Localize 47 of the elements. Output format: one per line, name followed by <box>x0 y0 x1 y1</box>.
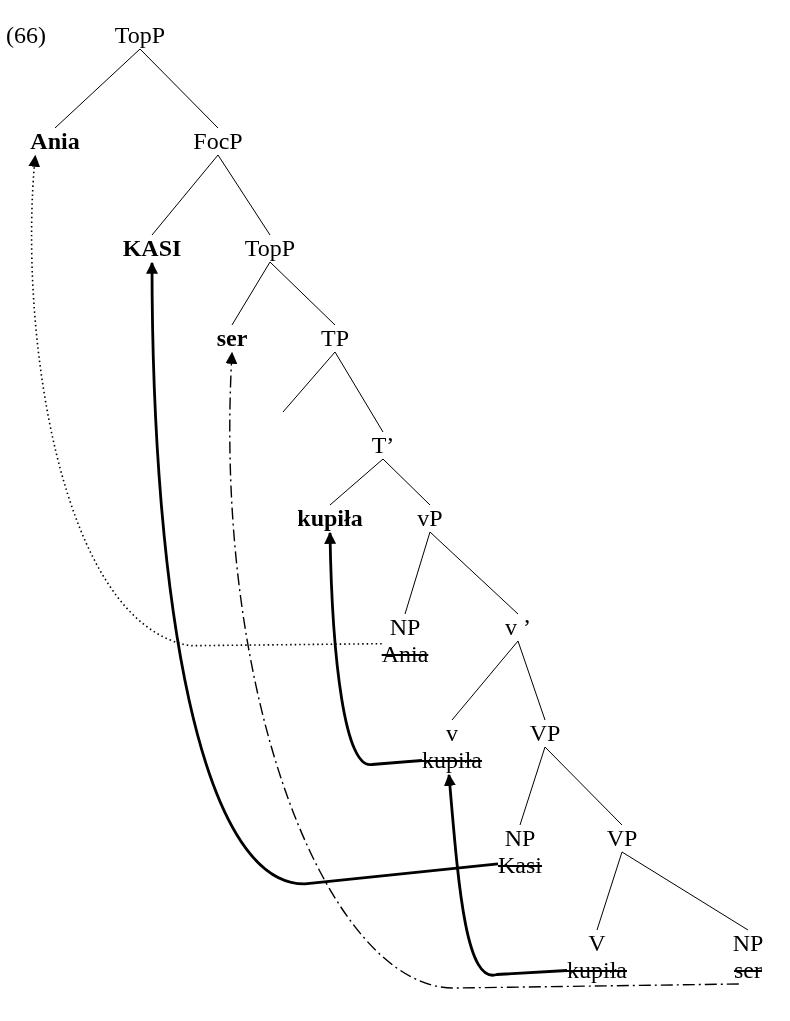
branch-line <box>519 746 546 826</box>
category-label: VP <box>529 720 561 747</box>
category-label: V <box>588 930 606 957</box>
branch-line <box>151 154 219 236</box>
struck-word: Ania <box>381 641 429 668</box>
word-label: kupiła <box>297 505 363 532</box>
branch-line <box>596 851 623 931</box>
branch-line <box>139 48 219 129</box>
branch-line <box>544 746 623 826</box>
branch-line <box>451 640 519 721</box>
branch-line <box>334 351 384 433</box>
category-label: v <box>446 720 458 747</box>
category-label: VP <box>606 825 638 852</box>
struck-word: kupiła <box>567 957 627 984</box>
branch-line <box>269 261 336 326</box>
movement-arrow <box>324 531 423 766</box>
category-label: TopP <box>244 235 296 262</box>
movement-arrow <box>443 773 568 977</box>
branch-line <box>621 851 749 931</box>
branch-line <box>54 48 141 129</box>
movement-arrow <box>28 154 383 647</box>
category-label: TP <box>321 325 349 352</box>
word-label: Ania <box>30 128 80 155</box>
branch-line <box>217 154 271 236</box>
example-number: (66) <box>6 22 46 49</box>
branch-line <box>429 531 519 615</box>
movement-arrow <box>146 261 499 886</box>
branch-line <box>404 531 431 615</box>
category-label: NP <box>732 930 764 957</box>
branch-line <box>231 261 271 326</box>
category-label: T’ <box>371 432 395 459</box>
branch-line <box>517 640 546 721</box>
struck-word: kupiła <box>422 747 482 774</box>
category-label: v ’ <box>505 614 531 641</box>
movement-arrow <box>225 351 740 989</box>
category-label: vP <box>417 505 443 532</box>
word-label: KASI <box>122 235 182 262</box>
category-label: TopP <box>114 22 166 49</box>
category-label: NP <box>504 825 536 852</box>
struck-word: ser <box>734 957 762 984</box>
branch-line <box>282 351 336 413</box>
branch-line <box>382 458 431 506</box>
struck-word: Kasi <box>498 852 542 879</box>
word-label: ser <box>216 325 248 352</box>
category-label: FocP <box>193 128 243 155</box>
branch-line <box>329 458 384 506</box>
category-label: NP <box>389 614 421 641</box>
